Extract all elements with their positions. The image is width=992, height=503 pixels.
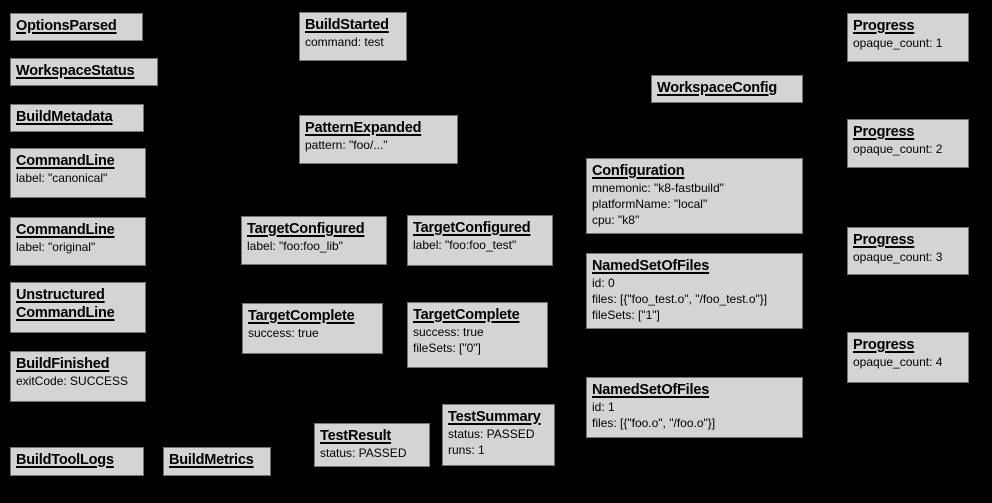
event-box-build-metadata: BuildMetadata [10, 104, 144, 132]
event-box-test-result: TestResult status: PASSED [314, 423, 430, 467]
event-box-target-configured-foo-lib: TargetConfigured label: "foo:foo_lib" [241, 216, 387, 265]
event-field: files: [{"foo_test.o", "/foo_test.o"}] [592, 292, 768, 306]
event-box-target-complete-foo-test: TargetComplete success: true fileSets: [… [407, 302, 548, 368]
event-field: success: true [413, 325, 484, 339]
event-field: fileSets: ["0"] [413, 341, 481, 355]
event-box-target-complete-foo-lib: TargetComplete success: true [242, 303, 383, 354]
event-field: mnemonic: "k8-fastbuild" [592, 181, 724, 195]
event-box-progress-1: Progress opaque_count: 1 [847, 13, 969, 62]
event-title: BuildMetadata [16, 109, 113, 125]
event-title: BuildMetrics [169, 452, 254, 468]
event-title: OptionsParsed [16, 18, 117, 34]
event-title: NamedSetOfFiles [592, 258, 710, 274]
event-title: BuildFinished [16, 356, 110, 372]
event-field: label: "foo:foo_lib" [247, 239, 343, 253]
event-field: cpu: "k8" [592, 213, 640, 227]
event-title: TargetConfigured [247, 221, 365, 237]
event-title: NamedSetOfFiles [592, 382, 710, 398]
event-title: BuildToolLogs [16, 452, 114, 468]
event-box-options-parsed: OptionsParsed [10, 13, 143, 41]
event-box-named-set-of-files-1: NamedSetOfFiles id: 1 files: [{"foo.o", … [586, 377, 803, 438]
event-title: CommandLine [16, 222, 115, 238]
event-title: Configuration [592, 163, 685, 179]
event-field: fileSets: ["1"] [592, 308, 660, 322]
event-box-workspace-config: WorkspaceConfig [651, 75, 803, 103]
event-box-named-set-of-files-0: NamedSetOfFiles id: 0 files: [{"foo_test… [586, 253, 803, 329]
event-box-build-started: BuildStarted command: test [299, 12, 407, 61]
event-title: TestSummary [448, 409, 541, 425]
event-box-progress-4: Progress opaque_count: 4 [847, 332, 969, 383]
event-box-configuration: Configuration mnemonic: "k8-fastbuild" p… [586, 158, 803, 234]
event-box-build-tool-logs: BuildToolLogs [10, 447, 144, 476]
event-box-build-metrics: BuildMetrics [163, 447, 271, 476]
event-box-build-finished: BuildFinished exitCode: SUCCESS [10, 351, 146, 402]
event-box-pattern-expanded: PatternExpanded pattern: "foo/..." [299, 115, 458, 164]
event-field: pattern: "foo/..." [305, 138, 388, 152]
event-title: Progress [853, 18, 915, 34]
event-field: status: PASSED [448, 427, 535, 441]
event-field: platformName: "local" [592, 197, 708, 211]
event-title: CommandLine [16, 153, 115, 169]
event-field: label: "foo:foo_test" [413, 238, 517, 252]
event-title: BuildStarted [305, 17, 389, 33]
event-field: opaque_count: 2 [853, 142, 943, 156]
event-field: id: 1 [592, 400, 615, 414]
event-field: opaque_count: 3 [853, 250, 943, 264]
event-field: success: true [248, 326, 319, 340]
event-title: WorkspaceStatus [16, 63, 135, 79]
event-box-target-configured-foo-test: TargetConfigured label: "foo:foo_test" [407, 215, 553, 266]
event-title: WorkspaceConfig [657, 80, 778, 96]
event-box-unstructured-command-line: Unstructured CommandLine [10, 282, 146, 333]
event-title: Progress [853, 232, 915, 248]
event-field: runs: 1 [448, 443, 485, 457]
event-field: label: "canonical" [16, 171, 108, 185]
event-field: command: test [305, 35, 384, 49]
event-title: Progress [853, 337, 915, 353]
event-title: Progress [853, 124, 915, 140]
event-field: id: 0 [592, 276, 615, 290]
event-box-command-line-original: CommandLine label: "original" [10, 217, 146, 266]
event-title: TargetComplete [248, 308, 355, 324]
event-field: label: "original" [16, 240, 96, 254]
event-title: PatternExpanded [305, 120, 422, 136]
event-field: opaque_count: 1 [853, 36, 943, 50]
event-title: TestResult [320, 428, 392, 444]
event-title: TargetConfigured [413, 220, 531, 236]
event-field: exitCode: SUCCESS [16, 374, 129, 388]
event-box-test-summary: TestSummary status: PASSED runs: 1 [442, 404, 555, 466]
event-field: opaque_count: 4 [853, 355, 943, 369]
event-box-progress-2: Progress opaque_count: 2 [847, 119, 969, 168]
event-box-workspace-status: WorkspaceStatus [10, 58, 158, 86]
event-box-progress-3: Progress opaque_count: 3 [847, 227, 969, 275]
event-field: files: [{"foo.o", "/foo.o"}] [592, 416, 716, 430]
event-box-command-line-canonical: CommandLine label: "canonical" [10, 148, 146, 198]
event-title: TargetComplete [413, 307, 520, 323]
event-title: Unstructured CommandLine [16, 287, 115, 321]
event-field: status: PASSED [320, 446, 407, 460]
